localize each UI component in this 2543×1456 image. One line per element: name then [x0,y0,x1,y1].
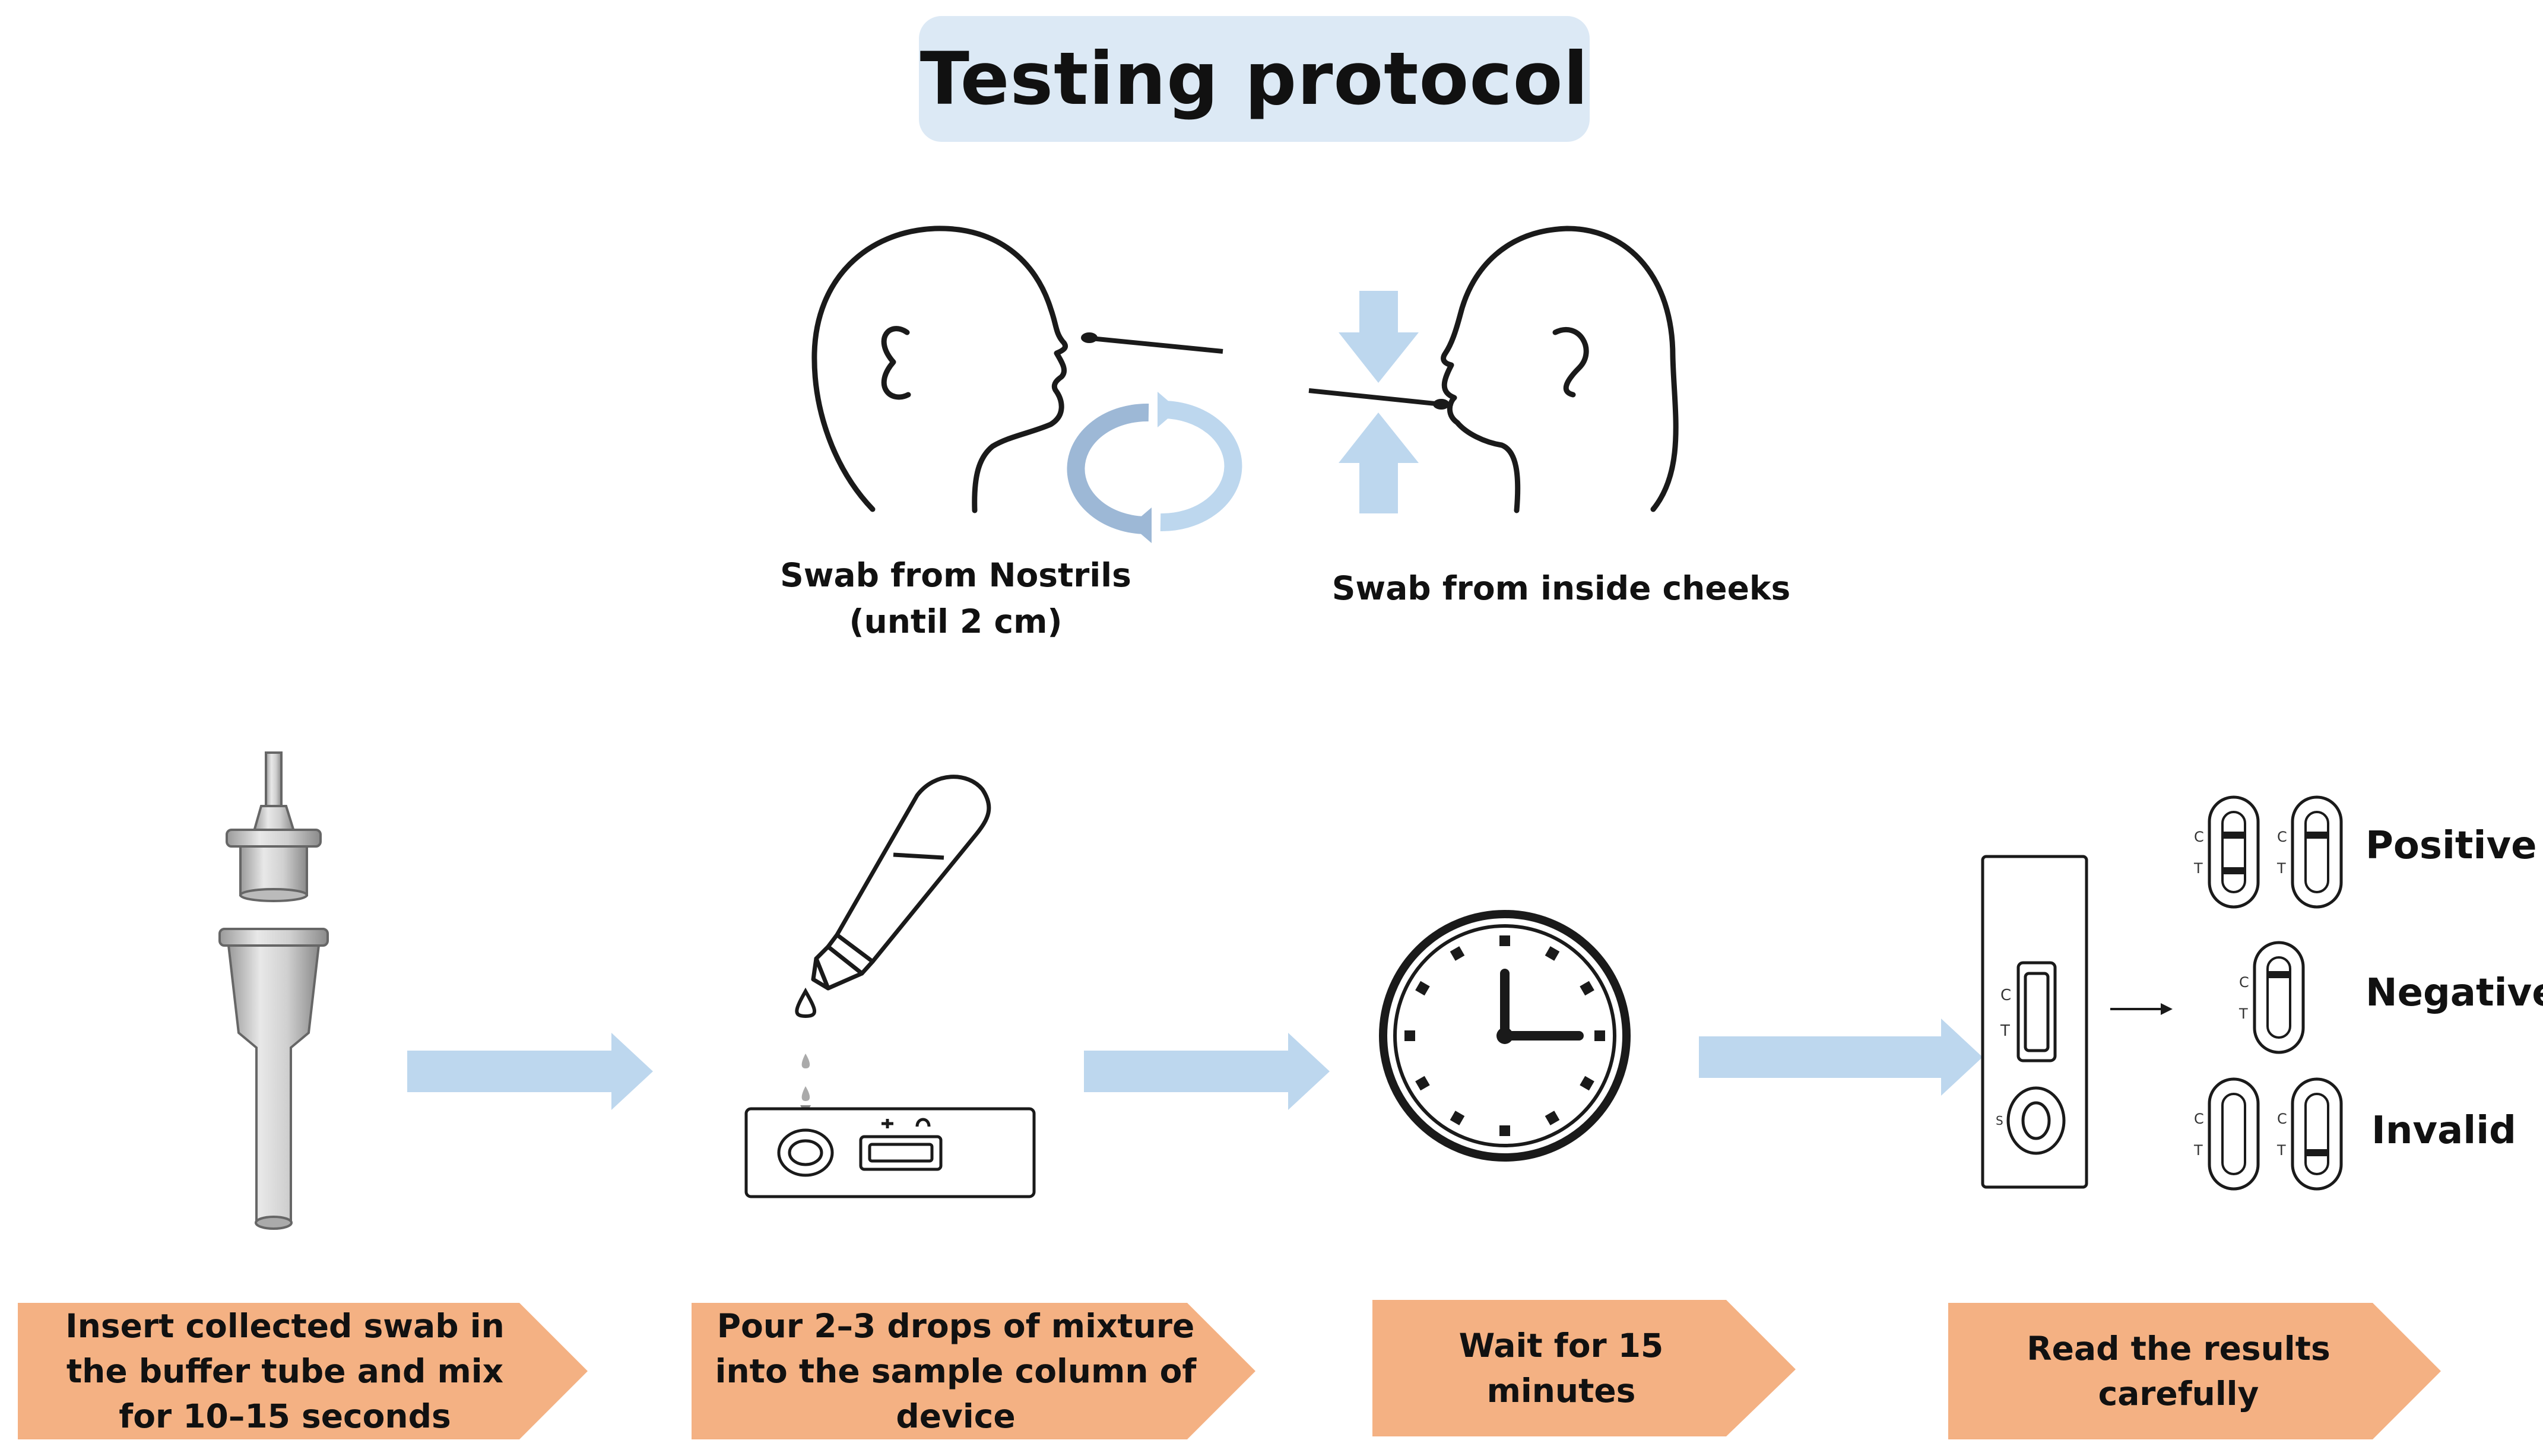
result-line [2307,1149,2327,1156]
step-3-label: Wait for 15 minutes [1458,1327,1664,1410]
cheek-swab-person-icon [1441,226,1679,513]
step-arrow-3-icon [1699,1019,1983,1096]
rotate-arrows-icon [1067,392,1242,543]
result-invalid-label: Invalid [2371,1109,2516,1153]
strip-c-mark: C [2194,829,2204,845]
dropper-icon [811,775,991,991]
strip-t-mark: T [2238,1005,2248,1022]
clock-tick [1499,1125,1510,1136]
clock-tick [1450,946,1465,961]
step-3-label-shape [1372,1300,1796,1436]
invalid-strip-2: CT [2276,1077,2343,1191]
result-positive-label: Positive [2366,824,2537,868]
positive-strip-2: CT [2276,795,2343,909]
strip-c-mark: C [2194,1111,2204,1127]
result-cassette-icon [1981,855,2088,1189]
step-arrow-2-icon [1084,1033,1330,1110]
clock-tick [1499,935,1510,946]
result-cassette-c-mark: C [2000,986,2011,1004]
clock-tick [1580,981,1594,996]
press-down-arrow-icon [1339,291,1419,383]
result-cassette-t-mark: T [2000,1022,2010,1040]
press-up-arrow-icon [1339,413,1419,513]
clock-tick [1580,1076,1594,1091]
nostril-swab-person-icon [811,226,1068,513]
step-arrow-1-icon [407,1033,653,1110]
strip-t-mark: T [2193,1142,2203,1159]
step-1-label: Insert collected swab in the buffer tube… [65,1307,505,1435]
clock-tick [1545,1111,1560,1125]
invalid-strip-1: CT [2193,1077,2260,1191]
negative-strip: CT [2238,941,2305,1054]
clock-tick [1450,1111,1465,1125]
positive-strip-1: CT [2193,795,2260,909]
step-4-label: Read the results carefully [2027,1330,2330,1413]
step-2-label: Pour 2–3 drops of mixture into the sampl… [715,1307,1197,1435]
step-1-label-shape [18,1303,588,1439]
strip-c-mark: C [2239,974,2249,991]
strip-c-mark: C [2277,829,2287,845]
cheek-swab-stick [1308,388,1450,410]
nostril-swab-stick [1081,332,1223,354]
result-line [2269,971,2289,978]
nostril-caption-line2: (until 2 cm) [849,602,1063,640]
strip-t-mark: T [2276,1142,2286,1159]
test-cassette-icon [744,1107,1036,1198]
result-cassette-s-mark: S [1996,1114,2003,1128]
strip-t-mark: T [2193,860,2203,877]
strip-t-mark: T [2276,860,2286,877]
clock-tick [1415,1076,1430,1091]
clock-icon [1379,910,1631,1162]
cheek-swab-caption: Swab from inside cheeks [1331,569,1791,607]
step-2-label-shape [692,1303,1255,1439]
nostril-swab-caption: Swab from Nostrils (until 2 cm) [772,552,1140,645]
page-title: Testing protocol [919,37,1589,121]
clock-tick [1594,1030,1605,1041]
nostril-caption-line1: Swab from Nostrils [780,556,1131,594]
clock-tick [1545,946,1560,961]
result-line [2224,832,2244,839]
step-4-label-shape [1948,1303,2441,1439]
clock-tick [1404,1030,1415,1041]
strip-c-mark: C [2277,1111,2287,1127]
result-negative-label: Negative [2366,971,2543,1015]
buffer-tube-icon [218,751,329,1230]
result-line [2224,867,2244,874]
result-line [2307,832,2327,839]
clock-tick [1415,981,1430,996]
to-results-arrow-icon [2110,1003,2173,1015]
title-banner: Testing protocol [919,16,1590,142]
